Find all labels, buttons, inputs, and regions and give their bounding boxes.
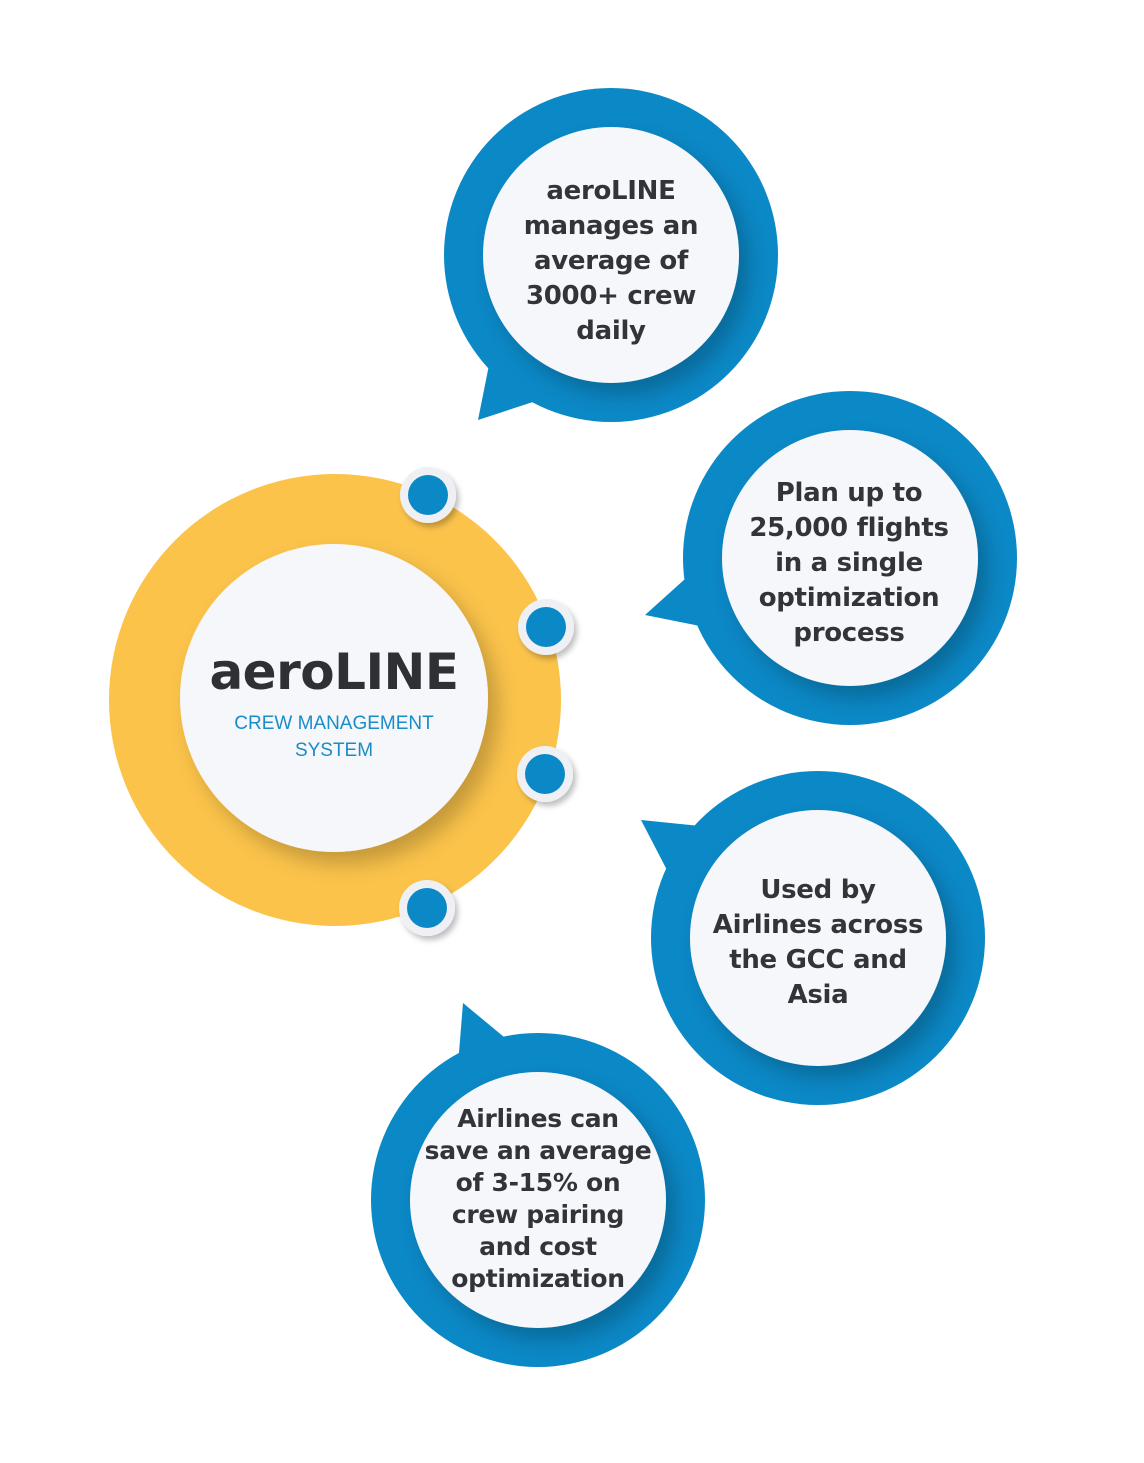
subtitle-line: CREW MANAGEMENT [234,713,434,734]
subtitle-line: SYSTEM [294,740,374,761]
text-line: optimization [451,1264,625,1293]
center-disc [180,544,488,852]
text-line: average of [534,246,688,276]
text-line: 25,000 flights [749,513,949,543]
speech-bubble-1 [444,88,778,422]
connector-dot-1 [400,467,456,523]
bubble-3-text: Used by Airlines across the GCC and Asia [698,873,938,1013]
center-subtitle: CREW MANAGEMENT SYSTEM [184,710,484,764]
speech-bubble-2 [645,391,1017,725]
text-line: the GCC and [729,945,907,975]
text-line: save an average [424,1136,652,1165]
speech-bubble-3 [641,771,985,1105]
text-line: optimization [758,583,940,613]
text-line: crew pairing [451,1200,625,1229]
bubble-1-text: aeroLINE manages an average of 3000+ cre… [491,174,731,349]
text-line: aeroLINE [546,176,676,206]
center-title: aeroLINE [209,643,459,701]
connector-dot-3 [517,746,573,802]
text-line: of 3-15% on [455,1168,621,1197]
bubble-4-text: Airlines can save an average of 3-15% on… [418,1103,658,1295]
text-line: in a single [775,548,923,578]
bubble-2-text: Plan up to 25,000 flights in a single op… [729,476,969,651]
text-line: manages an [523,211,699,241]
text-line: Asia [787,980,849,1010]
text-line: 3000+ crew [525,281,697,311]
text-line: Airlines across [712,910,924,940]
text-line: daily [576,316,646,346]
text-line: and cost [479,1232,597,1261]
text-line: Airlines can [457,1104,619,1133]
text-line: process [793,618,905,648]
text-line: Plan up to [775,478,923,508]
speech-bubble-4 [371,1003,705,1367]
text-line: Used by [760,875,876,905]
connector-dot-2 [518,599,574,655]
connector-dot-4 [399,880,455,936]
